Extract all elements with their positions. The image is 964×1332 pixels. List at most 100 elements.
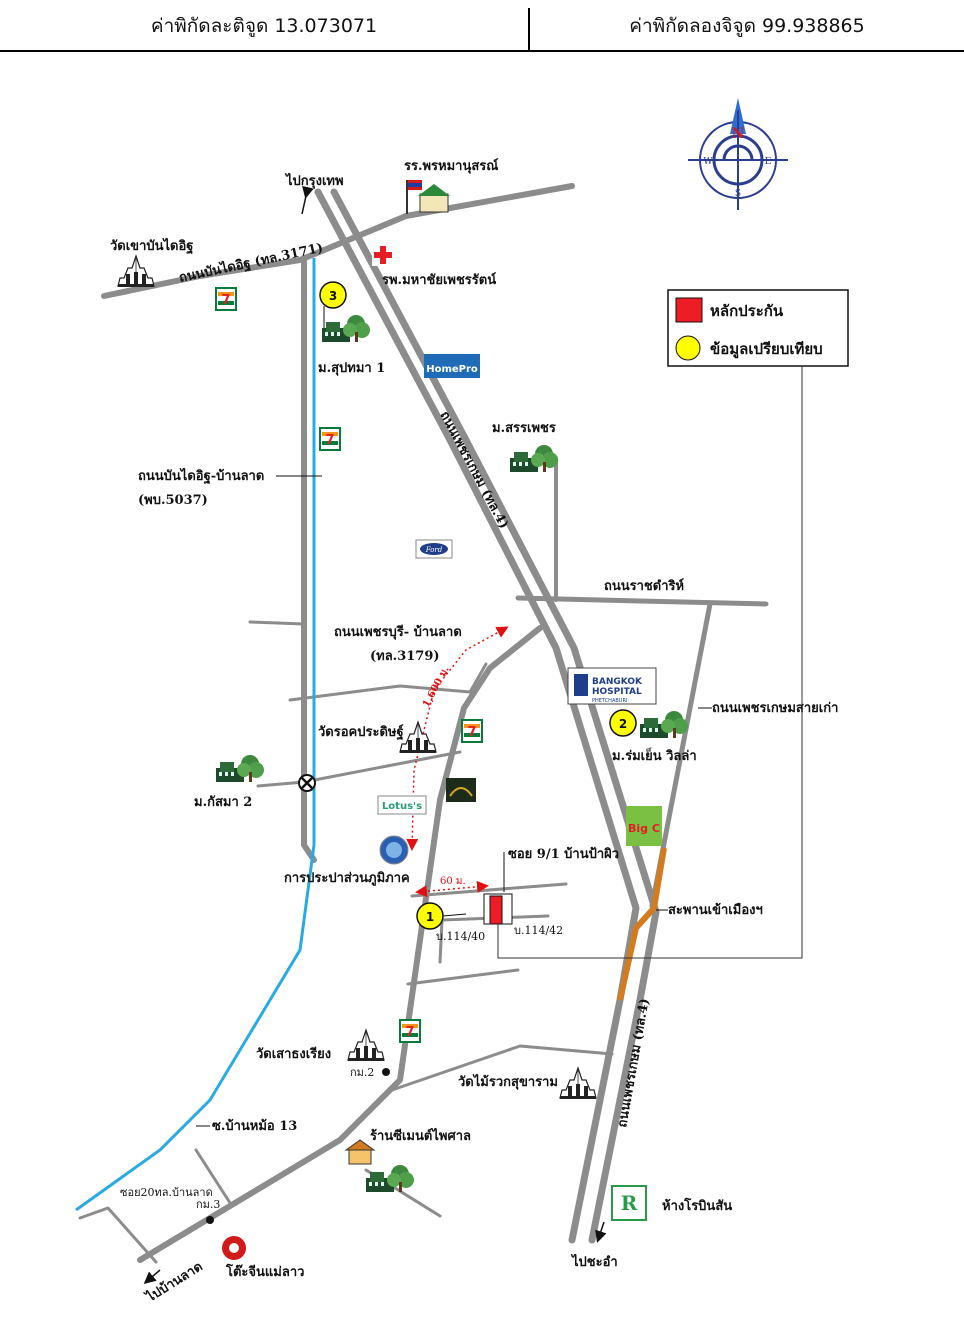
legend: หลักประกัน ข้อมูลเปรียบเทียบ	[497, 289, 849, 959]
to-chaam-label: ไปชะอำ	[570, 1253, 618, 1270]
marker-3-label: 3	[329, 289, 337, 303]
distance-60-line	[415, 880, 489, 898]
restaurant-logo-icon	[222, 1236, 246, 1260]
school-label: รร.พรหมานุสรณ์	[404, 158, 498, 174]
comparable-marker-2: 2	[609, 709, 637, 737]
compass-s: S	[735, 189, 741, 199]
svg-text:Lotus's: Lotus's	[382, 801, 422, 812]
compass-e: E	[765, 157, 772, 167]
legend-collateral-swatch	[675, 297, 703, 323]
soi-south-2	[406, 968, 520, 986]
village-south-icon	[366, 1165, 414, 1192]
to-bangkok-arrow-icon	[301, 185, 314, 215]
hospital-cross-icon	[372, 244, 394, 266]
phetburi-banlat-code-label: (ทล.3179)	[370, 649, 440, 664]
soi20-label: ซอย20ทล.บ้านลาด	[120, 1186, 213, 1199]
bangkok-hospital-logo-icon: BANGKOK HOSPITAL PHETCHABURI	[567, 667, 657, 705]
distance-60-label: 60 ม.	[440, 876, 466, 887]
svg-text:HomePro: HomePro	[426, 364, 478, 375]
village-kasma-label: ม.กัสมา 2	[194, 795, 252, 810]
mairuak-road	[390, 1044, 614, 1092]
soi-south-1	[438, 918, 444, 964]
comparable-marker-1: 1	[416, 902, 467, 930]
lotus-logo-icon: Lotus's	[377, 795, 427, 815]
bridge-segment	[617, 847, 667, 1001]
ratchadamri-road	[515, 595, 769, 607]
legend-comparable-label: ข้อมูลเปรียบเทียบ	[710, 340, 823, 359]
legend-collateral-label: หลักประกัน	[710, 302, 784, 320]
ford-logo-icon: Ford	[415, 539, 453, 559]
wat-mairuak-icon	[559, 1067, 597, 1100]
compass-w: W	[703, 157, 713, 167]
svg-text:PHETCHABURI: PHETCHABURI	[592, 698, 627, 704]
marker-2-label: 2	[619, 717, 627, 731]
village-suptama-label: ม.สุปทมา 1	[318, 361, 385, 376]
village-romyen-label: ม.ร่มเย็น วิลล่า	[612, 746, 697, 764]
wat-rotprakit-icon	[399, 721, 437, 754]
svg-text:Ford: Ford	[425, 546, 443, 554]
village-sanphet-label: ม.สรรเพชร	[492, 421, 556, 436]
village-romyen-icon	[640, 711, 688, 738]
to-bangkok-label: ไปกรุงเทพ	[284, 172, 344, 189]
cafe-amazon-logo-icon	[446, 778, 476, 802]
seven-eleven-icon-4	[399, 1019, 421, 1043]
robinson-label: ห้างโรบินสัน	[662, 1197, 732, 1214]
legend-comparable-swatch	[675, 335, 701, 361]
svg-text:Big C: Big C	[628, 822, 660, 835]
km2-dot-icon	[382, 1068, 390, 1076]
km2-label: กม.2	[350, 1066, 374, 1079]
marker-1-label: 1	[426, 910, 434, 924]
phetkasem-road-label-south: ถนนเพชรเกษม (ทล.4)	[615, 997, 652, 1128]
house-114-42-label: บ.114/42	[514, 924, 563, 937]
bigc-logo-icon: Big C	[626, 806, 662, 846]
svg-text:HOSPITAL: HOSPITAL	[592, 687, 642, 697]
header-underline	[0, 50, 964, 52]
canal	[75, 258, 316, 1212]
kasma-road	[256, 750, 462, 788]
latitude-label: ค่าพิกัดละติจูด 13.073071	[150, 15, 378, 37]
phetburi-banlat-road-label: ถนนเพชรบุรี- บ้านลาด	[334, 624, 462, 640]
intersection-x-icon	[298, 774, 316, 792]
seven-eleven-icon-1	[215, 287, 237, 311]
comparable-marker-3: 3	[319, 281, 347, 330]
bandai-banlat-road-label: ถนนบันไดอิฐ-บ้านลาด	[138, 467, 264, 485]
wat-mairuak-label: วัดไม้รวกสุขาราม	[458, 1073, 558, 1090]
longitude-label: ค่าพิกัดลองจิจูด 99.938865	[629, 15, 865, 37]
hospital-label: รพ.มหาชัยเพชรรัตน์	[382, 272, 496, 288]
km3-label: กม.3	[196, 1198, 220, 1211]
old-phetkasem-road-label: ถนนเพชรเกษมสายเก่า	[712, 701, 838, 716]
wat-khao-bandai-icon	[117, 255, 155, 288]
bridge-label: สะพานเข้าเมืองฯ	[668, 902, 763, 918]
phetkasem-road-b	[330, 188, 660, 1244]
wat-khao-bandai-label: วัดเขาบันไดอิฐ	[110, 237, 193, 255]
pwa-label: การประปาส่วนภูมิภาค	[284, 871, 410, 886]
school-flag-icon	[406, 180, 450, 214]
header-divider	[528, 8, 530, 50]
soi-banmo-label: ซ.บ้านหม้อ 13	[212, 1118, 297, 1134]
robinson-logo-icon: R	[611, 1185, 647, 1221]
cement-shop-label: ร้านซีเมนต์ไพศาล	[370, 1127, 471, 1144]
pwa-logo-icon	[379, 835, 409, 865]
to-chaam-arrow-icon	[595, 1221, 607, 1243]
wat-saochaeng-icon	[347, 1029, 385, 1062]
homepro-logo-icon: HomePro	[424, 354, 480, 378]
seven-eleven-icon-3	[461, 719, 483, 743]
svg-text:BANGKOK: BANGKOK	[592, 677, 643, 687]
bandai-road-3171	[101, 183, 575, 299]
house-114-40-label: บ.114/40	[436, 930, 485, 943]
to-banlat-arrow-icon	[143, 1269, 161, 1284]
bandai-banlat-road	[301, 255, 317, 863]
soi-20	[78, 1206, 158, 1264]
village-sanphet-icon	[510, 445, 558, 472]
km3-dot-icon	[206, 1216, 214, 1224]
wat-rotprakit-label: วัดรอคประดิษฐ์	[318, 724, 404, 741]
cement-shop-icon	[344, 1139, 376, 1165]
side-road-upper	[248, 620, 306, 626]
bandai-banlat-code-label: (พบ.5037)	[138, 493, 208, 508]
phetkasem-road-a	[314, 188, 640, 1244]
collateral-marker	[483, 893, 513, 925]
soi-banmo	[194, 1148, 234, 1208]
restaurant-label: โต๊ะจีนแม่ลาว	[225, 1263, 304, 1280]
seven-eleven-icon-2	[319, 427, 341, 451]
